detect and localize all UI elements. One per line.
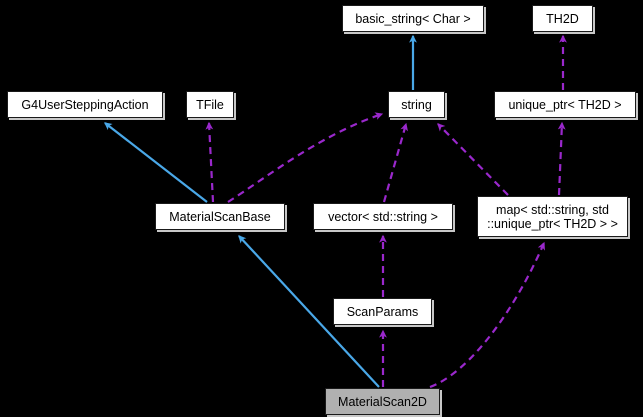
class-node-th2d[interactable]: TH2D <box>532 5 593 32</box>
class-node-label: MaterialScan2D <box>338 394 427 409</box>
class-node-unique_ptr_th2d[interactable]: unique_ptr< TH2D > <box>494 91 636 118</box>
edge-map_string_unique_ptr-to-unique_ptr_th2d <box>557 121 566 196</box>
edge-vector_string-to-string <box>382 122 408 203</box>
edge-materialscanbase-to-g4usersteppingaction <box>104 122 208 203</box>
class-node-string[interactable]: string <box>388 91 445 118</box>
edge-materialscanbase-to-tfile <box>205 121 215 203</box>
edge-map_string_unique_ptr-to-string <box>437 123 509 196</box>
class-node-g4usersteppingaction[interactable]: G4UserSteppingAction <box>7 91 163 118</box>
class-node-vector_string[interactable]: vector< std::string > <box>313 203 453 230</box>
class-node-materialscan2d[interactable]: MaterialScan2D <box>325 388 440 415</box>
class-node-label: map< std::string, std ::unique_ptr< TH2D… <box>487 202 618 231</box>
class-node-label: vector< std::string > <box>328 209 438 224</box>
class-node-label: ScanParams <box>346 304 419 319</box>
edge-materialscan2d-to-materialscanbase <box>238 235 380 388</box>
class-node-label: TFile <box>196 97 224 112</box>
class-node-label: G4UserSteppingAction <box>21 97 149 112</box>
class-node-basic_string[interactable]: basic_string< Char > <box>342 5 484 32</box>
class-node-label: MaterialScanBase <box>169 209 271 224</box>
class-node-label: string <box>401 97 432 112</box>
class-node-map_string_unique_ptr[interactable]: map< std::string, std ::unique_ptr< TH2D… <box>477 196 628 237</box>
class-node-tfile[interactable]: TFile <box>186 91 234 118</box>
edge-materialscan2d-to-map_string_unique_ptr <box>429 241 546 389</box>
class-node-label: unique_ptr< TH2D > <box>508 97 622 112</box>
class-node-scanparams[interactable]: ScanParams <box>333 298 432 325</box>
class-node-materialscanbase[interactable]: MaterialScanBase <box>155 203 285 230</box>
edge-materialscanbase-to-string <box>227 112 384 203</box>
class-node-label: TH2D <box>546 11 579 26</box>
class-node-label: basic_string< Char > <box>355 11 471 26</box>
